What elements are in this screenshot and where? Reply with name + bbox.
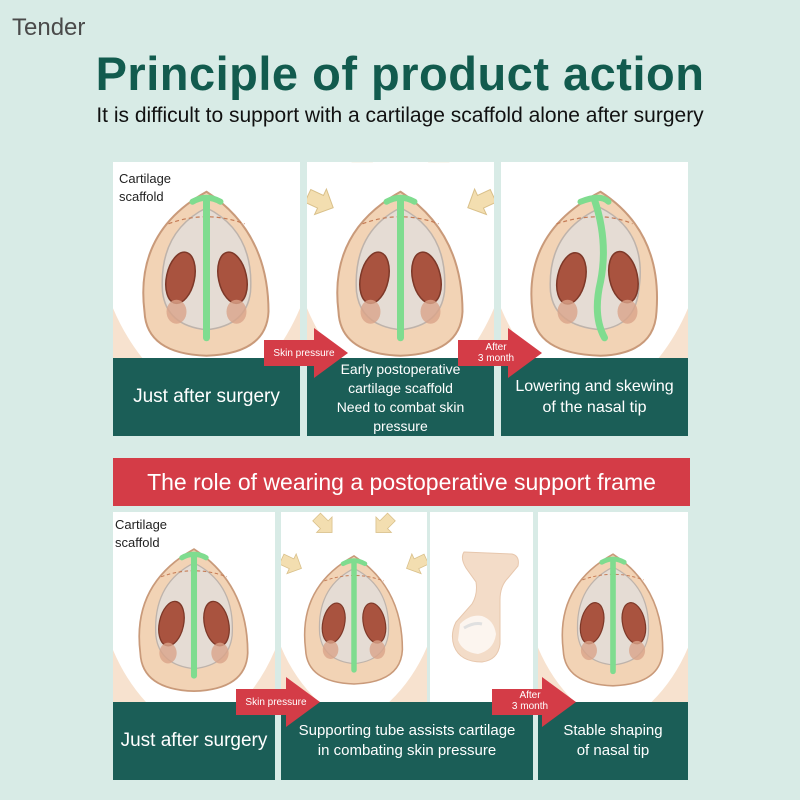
cartilage-scaffold-icon: [577, 194, 612, 342]
support-frame-banner: The role of wearing a postoperative supp…: [113, 458, 690, 506]
cartilage-scaffold-icon: [189, 194, 224, 342]
cartilage-scaffold-icon: [340, 558, 368, 673]
top-caption-3: Lowering and skewing of the nasal tip: [501, 358, 688, 436]
nose-stable-illustration: [538, 553, 688, 702]
pressure-arrow-icon: [346, 162, 373, 163]
top-panel-early-postoperative: [307, 162, 494, 358]
nose-skewed-illustration: [501, 190, 688, 358]
nose-illustration: [113, 190, 300, 358]
skin-pressure-label-bottom: Skin pressure: [245, 697, 307, 708]
cartilage-scaffold-label: Cartilage scaffold: [119, 171, 172, 204]
pressure-arrow-icon: [375, 512, 396, 533]
page-title: Principle of product action: [95, 47, 705, 100]
after-3-month-arrow-top: [458, 328, 542, 378]
top-panel-just-after-surgery: Cartilage scaffold: [113, 162, 300, 358]
cartilage-scaffold-icon: [179, 551, 209, 679]
pressure-arrow-icon: [467, 187, 494, 216]
skin-pressure-arrow-top: [264, 328, 348, 378]
support-tube-icon: [451, 551, 519, 663]
top-panel-lowering-skewing: [501, 162, 688, 358]
pressure-arrow-icon: [406, 552, 427, 575]
nose-illustration: [113, 548, 275, 702]
bottom-panel-stable-shaping: [538, 512, 688, 702]
bottom-panel-just-after-surgery: Cartilage scaffold: [113, 512, 275, 702]
pressure-arrow-icon: [428, 162, 455, 163]
after-3-month-label-top: After 3 month: [477, 342, 515, 364]
cartilage-scaffold-label: Cartilage scaffold: [115, 517, 168, 550]
bottom-panel-support-tube: [430, 512, 533, 702]
nose-pressure-illustration: [281, 512, 427, 702]
page-subtitle: It is difficult to support with a cartil…: [96, 104, 704, 127]
bottom-panel-skin-pressure: [281, 512, 427, 702]
skin-pressure-arrow-bottom: [236, 677, 320, 727]
pressure-arrow-icon: [281, 552, 302, 575]
nose-pressure-illustration: [307, 162, 494, 358]
skin-pressure-label-top: Skin pressure: [273, 348, 335, 359]
bottom-caption-2: Supporting tube assists cartilage in com…: [281, 702, 533, 780]
after-3-month-arrow-bottom: [492, 677, 576, 727]
top-caption-2: Early postoperative cartilage scaffold N…: [307, 358, 494, 436]
bottom-caption-3: Stable shaping of nasal tip: [538, 702, 688, 780]
brand-name: Tender: [12, 14, 86, 41]
cartilage-scaffold-icon: [383, 194, 418, 342]
pressure-arrow-icon: [312, 512, 333, 533]
pressure-arrow-icon: [307, 187, 334, 216]
after-3-month-label-bottom: After 3 month: [511, 690, 549, 712]
top-caption-1: Just after surgery: [113, 358, 300, 436]
cartilage-scaffold-icon: [599, 556, 627, 675]
